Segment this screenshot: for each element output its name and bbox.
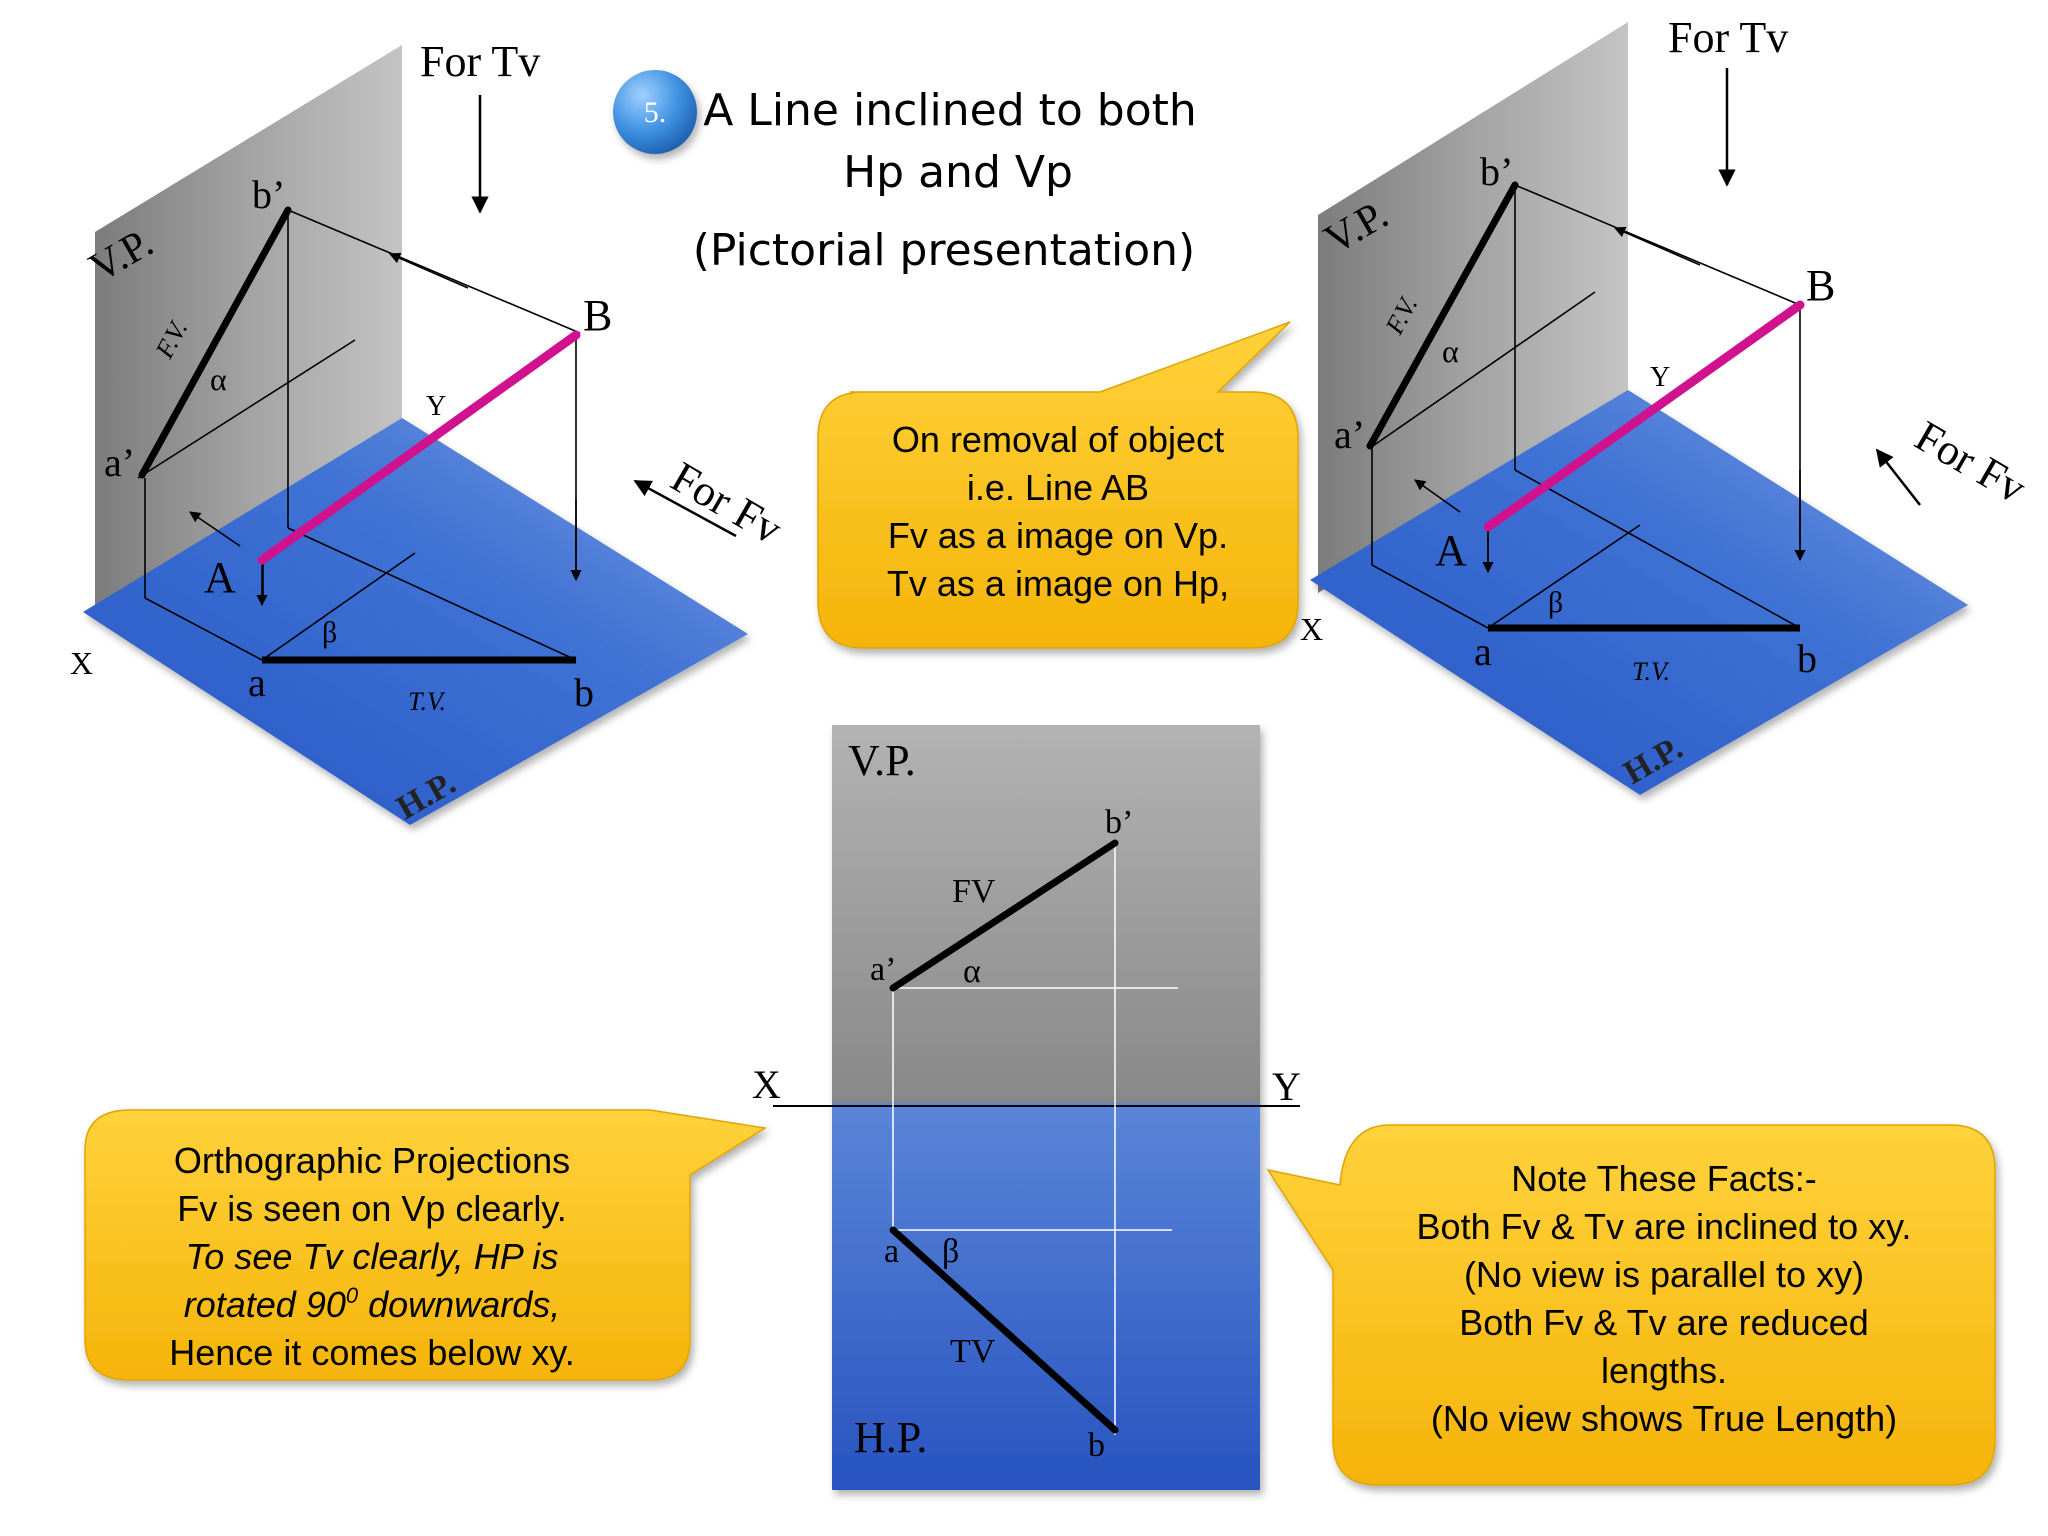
callout-facts-line4: Both Fv & Tv are reduced <box>1459 1302 1869 1343</box>
ortho-y-label: Y <box>1272 1064 1301 1109</box>
ortho-front-view-line <box>889 839 1119 992</box>
callout-facts-text: Note These Facts:- Both Fv & Tv are incl… <box>1417 1158 1912 1439</box>
left-pictorial: For Tv For Fv V.P. H.P. F.V. T.V. α β A … <box>70 37 790 827</box>
ortho-x-label: X <box>752 1062 781 1107</box>
callout-facts-line1: Note These Facts:- <box>1511 1158 1816 1199</box>
right-point-a-upper: A <box>1435 526 1467 575</box>
title-line1: A Line inclined to both <box>703 85 1197 136</box>
left-y-label: Y <box>426 391 446 422</box>
left-point-a-upper: A <box>204 553 236 602</box>
right-projector-b-arrow <box>1613 226 1701 266</box>
title-line2: Hp and Vp <box>843 147 1073 198</box>
callout-removal-bubble <box>817 321 1299 649</box>
ortho-fv-label: FV <box>952 873 996 910</box>
step-number-badge <box>613 70 697 154</box>
right-point-b-upper: B <box>1806 261 1835 310</box>
right-alpha-label: α <box>1442 333 1459 369</box>
right-line-ab <box>1483 300 1805 532</box>
callout-facts-line3: (No view is parallel to xy) <box>1464 1254 1864 1295</box>
callout-facts-line2: Both Fv & Tv are inclined to xy. <box>1417 1206 1912 1247</box>
right-front-view-line <box>1366 181 1519 450</box>
callout-facts-line6: (No view shows True Length) <box>1431 1398 1897 1439</box>
left-beta-label: β <box>322 616 337 649</box>
ortho-hp-panel <box>832 1103 1260 1490</box>
callout-removal-line2: i.e. Line AB <box>967 467 1149 508</box>
callout-facts <box>1266 1124 1996 1486</box>
left-projector-b-arrow <box>388 252 469 289</box>
left-for-fv-label: For Fv <box>663 452 790 554</box>
ortho-top-view-line <box>889 1226 1119 1434</box>
left-alpha-label: α <box>210 361 227 397</box>
ortho-point-a: a <box>884 1233 899 1270</box>
right-point-b-prime: b’ <box>1480 149 1513 194</box>
right-for-fv-arrow <box>1875 448 1921 506</box>
callout-ortho-text: Orthographic Projections Fv is seen on V… <box>169 1140 575 1373</box>
left-x-label: X <box>70 645 93 681</box>
title-block: 5. A Line inclined to both Hp and Vp (Pi… <box>613 70 1197 276</box>
ortho-vp-label: V.P. <box>848 736 916 785</box>
callout-ortho-line4: rotated 900 downwards, <box>184 1283 560 1325</box>
ortho-beta-label: β <box>942 1233 959 1270</box>
right-vp-plane <box>1318 22 1628 593</box>
right-point-a: a <box>1474 629 1492 674</box>
callout-removal-line3: Fv as a image on Vp. <box>888 515 1228 556</box>
left-projector-a-arrow <box>189 511 241 547</box>
ortho-alpha-label: α <box>963 953 981 990</box>
callout-ortho-line1: Orthographic Projections <box>174 1140 570 1181</box>
ortho-hp-label: H.P. <box>854 1413 927 1462</box>
right-tv-label: T.V. <box>1632 657 1670 686</box>
callout-removal-text: On removal of object i.e. Line AB Fv as … <box>887 419 1229 604</box>
callout-ortho-line2: Fv is seen on Vp clearly. <box>177 1188 567 1229</box>
left-point-a-prime: a’ <box>104 440 135 485</box>
left-point-b-prime: b’ <box>252 172 285 217</box>
title-line3: (Pictorial presentation) <box>693 225 1195 276</box>
right-construction-lines <box>1369 184 1801 629</box>
left-front-view-line <box>138 206 292 479</box>
step-number: 5. <box>644 96 667 129</box>
callout-removal-line1: On removal of object <box>892 419 1224 460</box>
right-for-fv-label: For Fv <box>1907 411 2034 513</box>
left-hp-plane <box>83 418 748 825</box>
callout-facts-line5: lengths. <box>1601 1350 1727 1391</box>
left-point-b: b <box>574 670 594 715</box>
ortho-projector-lines <box>892 843 1178 1435</box>
callout-facts-bubble <box>1266 1124 1996 1486</box>
right-point-b: b <box>1797 636 1817 681</box>
left-point-b-upper: B <box>583 291 612 340</box>
left-line-ab <box>257 330 581 565</box>
left-for-fv-arrow <box>633 479 737 538</box>
ortho-tv-label: TV <box>950 1333 996 1370</box>
left-for-tv-label: For Tv <box>420 37 540 86</box>
callout-ortho-bubble <box>84 1109 768 1381</box>
callout-ortho <box>84 1109 768 1381</box>
ortho-point-b: b <box>1088 1427 1105 1464</box>
right-hp-plane <box>1310 390 1968 795</box>
right-projector-a-arrow <box>1414 479 1461 513</box>
right-x-label: X <box>1300 611 1323 647</box>
ortho-vp-panel <box>832 725 1260 1103</box>
callout-ortho-line5: Hence it comes below xy. <box>169 1332 575 1373</box>
ortho-point-a-prime: a’ <box>870 951 896 988</box>
right-for-tv-label: For Tv <box>1668 13 1788 62</box>
right-y-label: Y <box>1650 362 1670 393</box>
callout-removal-line4: Tv as a image on Hp, <box>887 563 1229 604</box>
orthographic-view: V.P. H.P. FV TV α β a’ b’ a b X Y <box>752 725 1301 1490</box>
callout-ortho-line3: To see Tv clearly, HP is <box>186 1236 559 1277</box>
left-point-a: a <box>248 660 266 705</box>
right-beta-label: β <box>1548 586 1563 619</box>
ortho-point-b-prime: b’ <box>1105 804 1133 841</box>
left-construction-lines <box>137 209 581 661</box>
callout-removal <box>817 321 1299 649</box>
left-tv-label: T.V. <box>408 687 446 716</box>
right-point-a-prime: a’ <box>1334 412 1365 457</box>
right-pictorial: For Tv For Fv V.P. H.P. F.V. T.V. α β A … <box>1300 13 2034 795</box>
